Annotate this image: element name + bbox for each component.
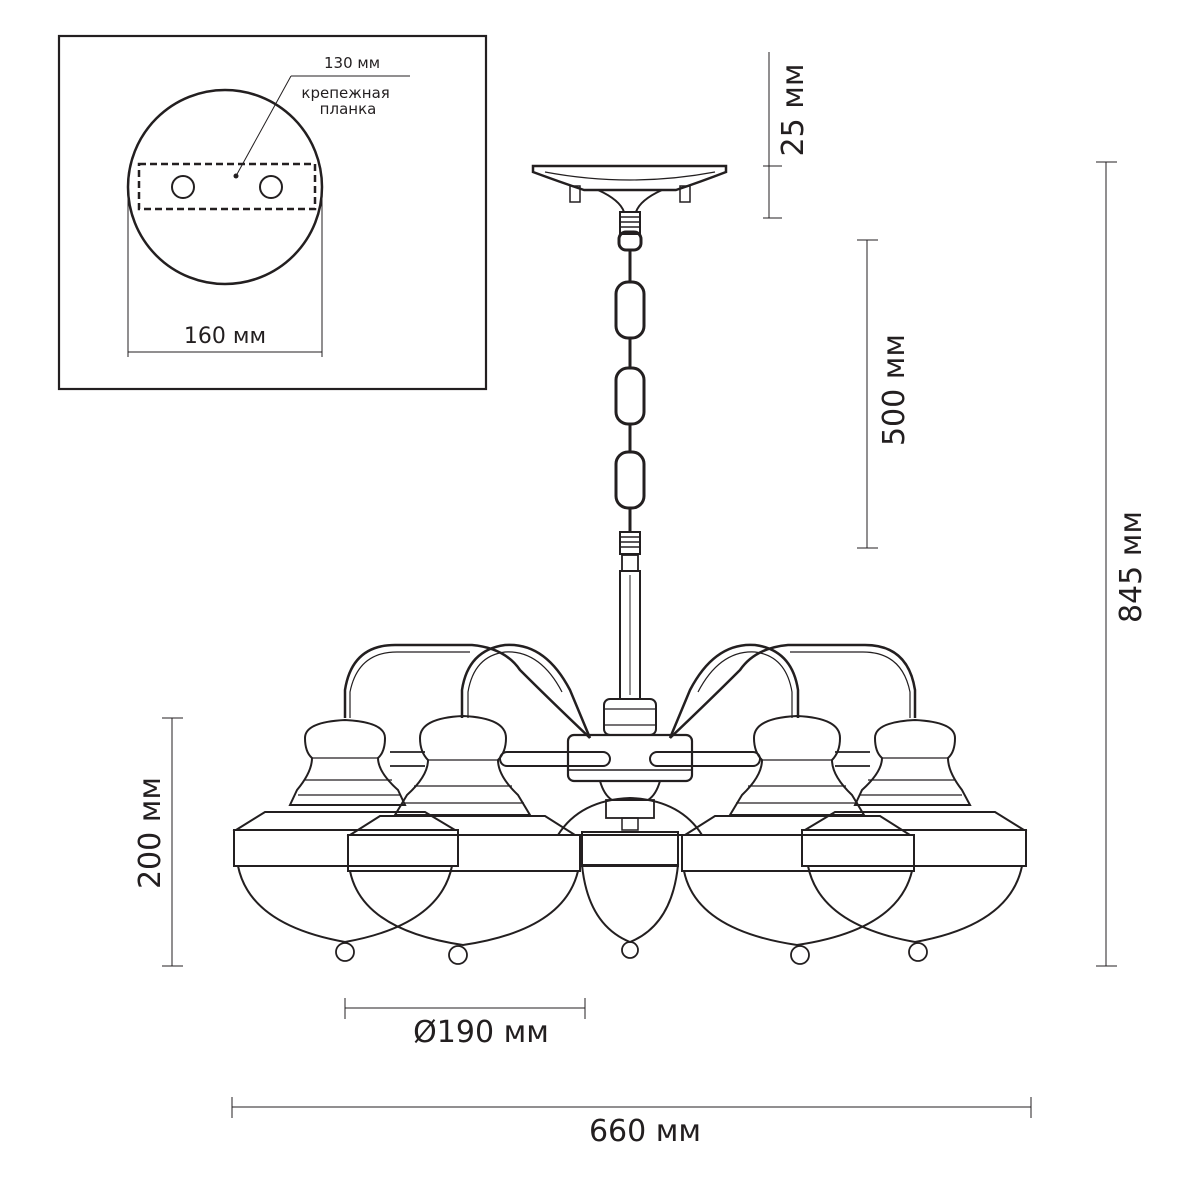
canopy-screw-left [569, 185, 581, 203]
shade-inner-left [346, 714, 581, 965]
dimension-canopy-height: 25 мм [763, 52, 811, 219]
plate-width-label: 130 мм [324, 54, 380, 72]
arms [343, 643, 917, 767]
mounting-plate [137, 162, 317, 211]
chain-length-label: 500 мм [877, 334, 912, 446]
shade-center [556, 796, 704, 959]
canopy-diameter-label: 160 мм [184, 324, 266, 349]
dimension-total-width: 660 мм [231, 1097, 1032, 1149]
shade-diameter-label: Ø190 мм [413, 1015, 549, 1050]
canopy-height-label: 25 мм [776, 64, 811, 157]
shade-inner-right [681, 714, 915, 965]
canopy-screw-right [679, 185, 691, 203]
dimension-shade-height: 200 мм [133, 717, 183, 967]
dimension-total-height: 845 мм [1096, 161, 1149, 967]
mounting-hole-left [171, 175, 195, 199]
shades [232, 714, 1028, 965]
shade-height-label: 200 мм [133, 777, 168, 889]
shade-far-left [232, 718, 459, 962]
total-height-label: 845 мм [1114, 511, 1149, 623]
central-stem [566, 554, 694, 831]
plate-leader-line [235, 75, 292, 177]
total-width-label: 660 мм [589, 1114, 701, 1149]
mounting-detail-inset: 130 мм крепежная планка 160 мм [57, 34, 488, 391]
canopy-base-circle [126, 88, 324, 286]
dimension-shade-diameter: Ø190 мм [344, 998, 586, 1050]
chain [614, 230, 646, 555]
inset-frame [57, 34, 488, 391]
plate-name-label: крепежная планка [301, 84, 394, 118]
mounting-hole-right [259, 175, 283, 199]
dimension-chain-length: 500 мм [857, 239, 912, 549]
ceiling-canopy [531, 164, 728, 235]
